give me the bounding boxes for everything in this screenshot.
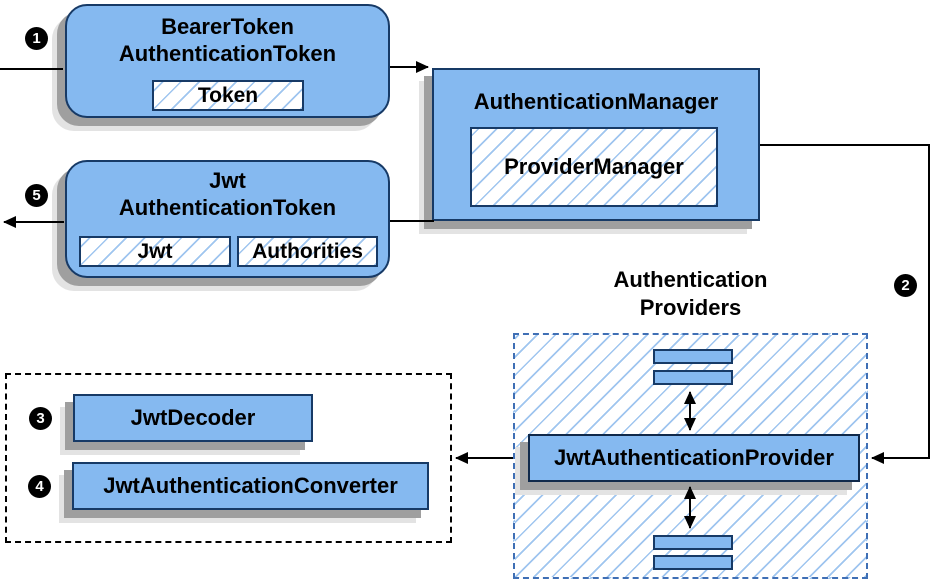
authentication-providers-group: JwtAuthenticationProvider: [513, 333, 868, 579]
provider-placeholder-bar: [653, 349, 733, 364]
bearer-token-authentication-token-node: BearerToken AuthenticationToken Token: [65, 4, 390, 118]
provider-placeholder-bar: [653, 535, 733, 550]
bearer-token-title-line1: BearerToken: [161, 14, 294, 39]
providers-label-line1: Authentication: [613, 267, 768, 292]
bearer-token-title-line2: AuthenticationToken: [118, 41, 337, 66]
step-5-badge: 5: [25, 184, 48, 207]
step-3-badge: 3: [29, 407, 52, 430]
jwt-chip: Jwt: [79, 236, 231, 267]
providers-label-line2: Providers: [639, 295, 742, 320]
step-2-badge: 2: [894, 274, 917, 297]
jwt-authentication-converter-node: JwtAuthenticationConverter: [72, 462, 429, 510]
jwt-authentication-provider-node: JwtAuthenticationProvider: [528, 434, 860, 482]
provider-manager-chip: ProviderManager: [470, 127, 718, 207]
step-1-badge: 1: [25, 27, 48, 50]
step-4-badge: 4: [28, 475, 51, 498]
bearer-token-node-title: BearerToken AuthenticationToken: [67, 6, 388, 67]
authentication-manager-title: AuthenticationManager: [473, 89, 719, 114]
authentication-providers-label: Authentication Providers: [513, 266, 868, 322]
provider-placeholder-bar: [653, 555, 733, 570]
jwt-decoder-node: JwtDecoder: [73, 394, 313, 442]
jwt-token-node-title: Jwt AuthenticationToken: [67, 162, 388, 221]
jwt-token-title-line2: AuthenticationToken: [118, 195, 337, 220]
authentication-manager-node: AuthenticationManager ProviderManager: [432, 68, 760, 221]
authorities-chip: Authorities: [237, 236, 378, 267]
token-chip: Token: [152, 80, 304, 111]
jwt-token-title-line1: Jwt: [209, 168, 246, 193]
jwt-authentication-token-node: Jwt AuthenticationToken Jwt Authorities: [65, 160, 390, 278]
provider-placeholder-bar: [653, 370, 733, 385]
jwt-decoder-converter-group: JwtDecoder JwtAuthenticationConverter: [5, 373, 452, 543]
